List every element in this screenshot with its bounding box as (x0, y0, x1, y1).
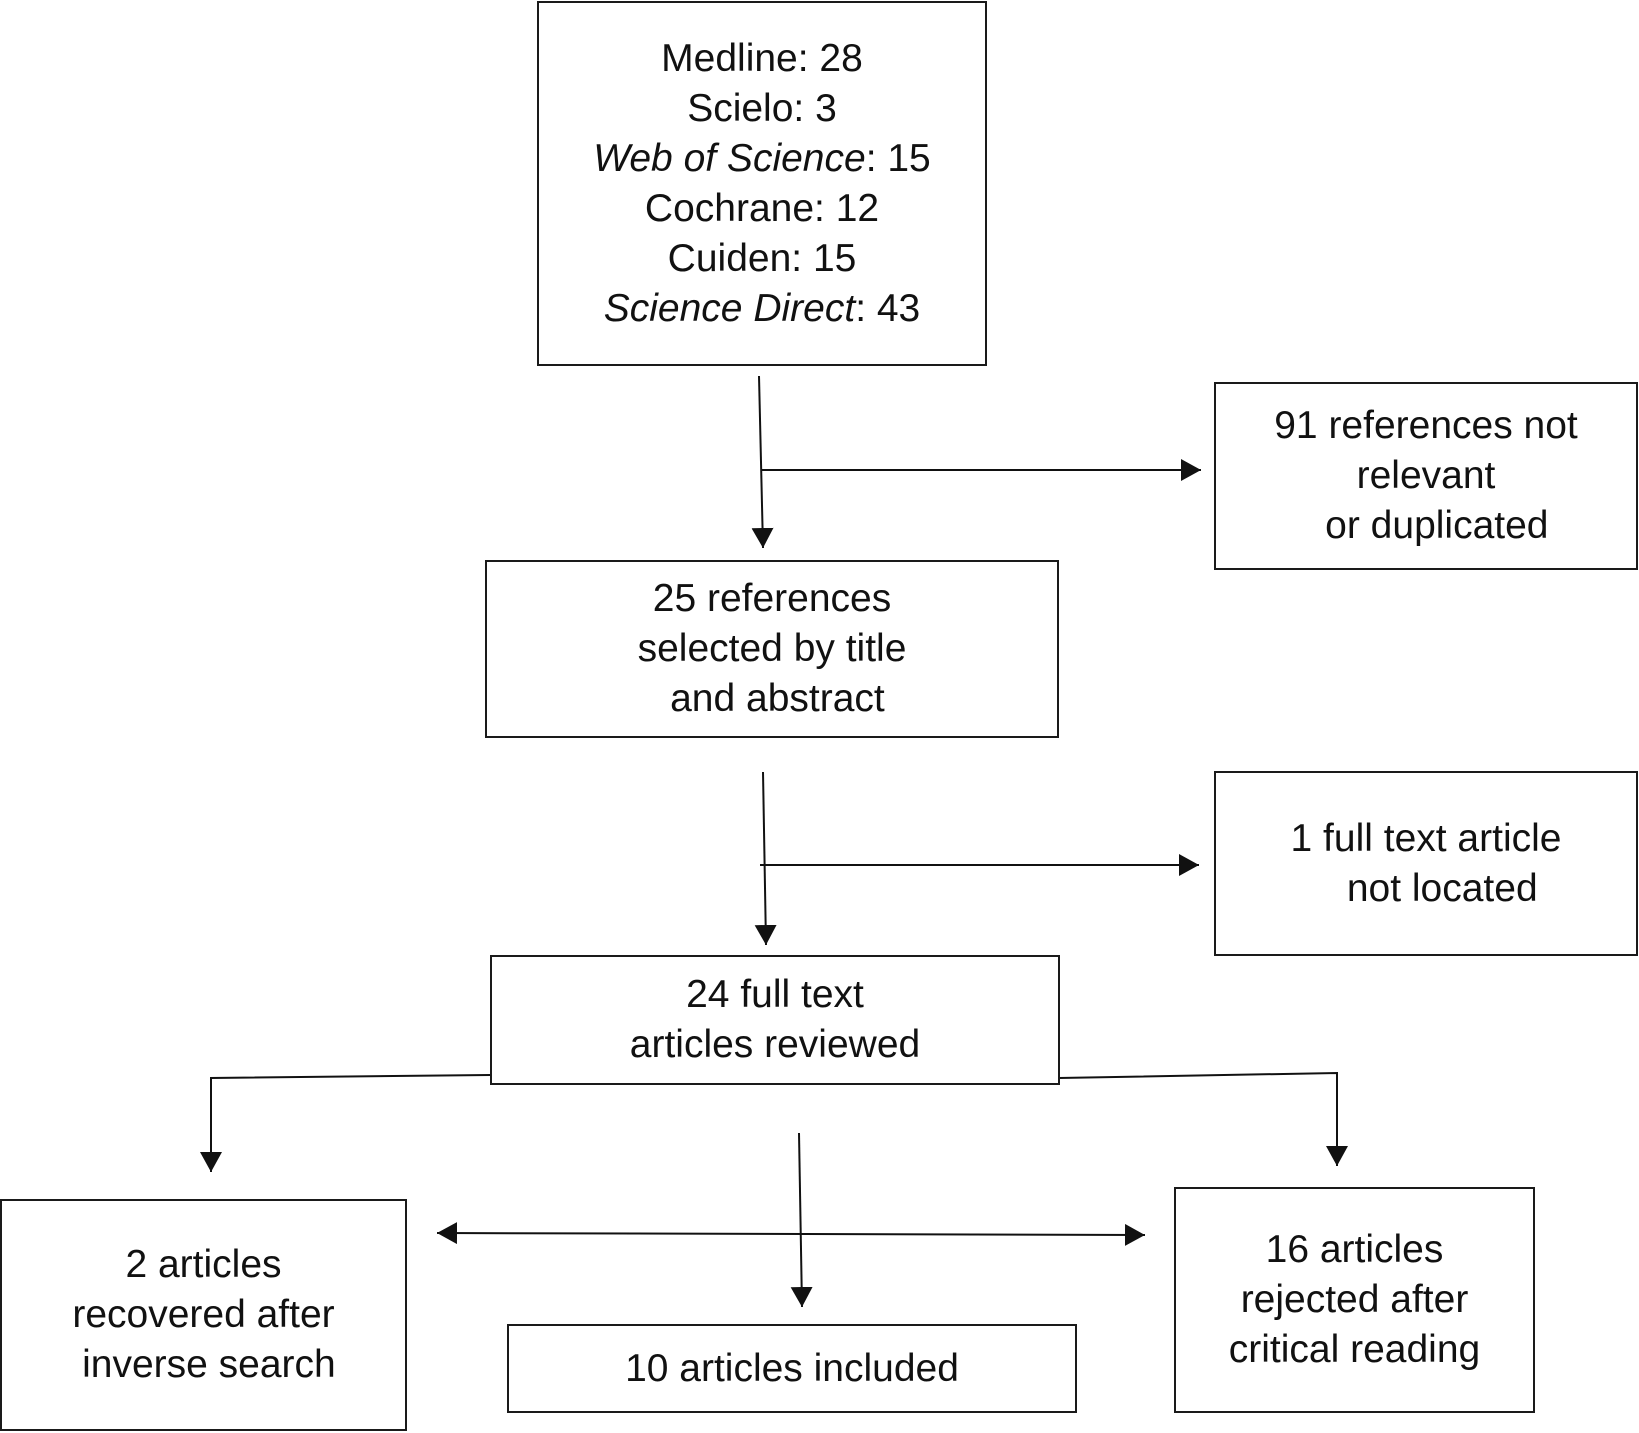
source-item: Scielo: 3 (593, 84, 931, 134)
source-name: Cuiden (667, 236, 792, 280)
source-item: Medline: 28 (593, 34, 931, 84)
double-arrow-recovered-rejected (436, 1222, 1146, 1246)
source-separator: : (814, 186, 836, 230)
source-count: 12 (835, 186, 880, 230)
not-located-line-2: not located (1314, 866, 1538, 910)
not-located-line-1: 1 full text article (1290, 816, 1562, 860)
included-line-1: 10 articles included (625, 1346, 959, 1390)
arrow-selected-to-reviewed (754, 771, 777, 946)
rejected-articles-box: 16 articles rejected after critical read… (1174, 1187, 1535, 1413)
included-articles-box: 10 articles included (507, 1324, 1077, 1413)
rejected-line-2: rejected after (1240, 1278, 1469, 1321)
source-item: Web of Science: 15 (593, 134, 931, 184)
source-count: 15 (887, 136, 931, 180)
not-located-box: 1 full text article not located (1214, 771, 1638, 956)
reviewed-articles-box: 24 full text articles reviewed (490, 955, 1060, 1085)
source-item: Cochrane: 12 (593, 184, 931, 234)
rejected-line-1: 16 articles (1265, 1228, 1444, 1271)
source-count: 28 (819, 36, 863, 80)
selected-line-3: and abstract (659, 677, 885, 720)
recovered-line-2: recovered after (72, 1293, 335, 1336)
source-name: Web of Science (593, 136, 866, 180)
excluded-duplicates-line-3: or duplicated (1303, 504, 1549, 547)
excluded-duplicates-line-2: relevant (1356, 454, 1496, 497)
source-separator: : (793, 86, 816, 130)
source-separator: : (797, 36, 820, 80)
reviewed-line-2: articles reviewed (629, 1023, 921, 1066)
source-count: 43 (876, 286, 921, 330)
arrow-sources-to-selected (751, 375, 774, 549)
source-item: Science Direct: 43 (593, 284, 931, 334)
arrow-reviewed-to-rejected (1058, 1071, 1348, 1166)
arrow-reviewed-to-recovered (200, 1074, 491, 1172)
selected-line-1: 25 references (652, 577, 892, 620)
source-count: 15 (812, 236, 857, 280)
arrow-reviewed-to-included (790, 1132, 813, 1308)
source-item: Cuiden: 15 (593, 234, 931, 284)
selected-references-box: 25 references selected by title and abst… (485, 560, 1059, 738)
source-name: Science Direct (603, 286, 856, 330)
source-name: Scielo (687, 86, 794, 130)
source-count: 3 (815, 86, 837, 130)
source-separator: : (865, 136, 888, 180)
selected-line-2: selected by title (637, 627, 907, 670)
source-name: Cochrane (644, 186, 815, 230)
recovered-line-3: inverse search (71, 1343, 336, 1386)
source-separator: : (791, 236, 813, 280)
source-separator: : (855, 286, 877, 330)
recovered-line-1: 2 articles (125, 1243, 282, 1286)
excluded-duplicates-box: 91 references not relevant or duplicated (1214, 382, 1638, 570)
source-name: Medline (661, 36, 798, 80)
reviewed-line-1: 24 full text (686, 973, 864, 1016)
excluded-duplicates-line-1: 91 references not (1274, 404, 1578, 447)
recovered-articles-box: 2 articles recovered after inverse searc… (0, 1199, 407, 1431)
rejected-line-3: critical reading (1228, 1328, 1481, 1371)
